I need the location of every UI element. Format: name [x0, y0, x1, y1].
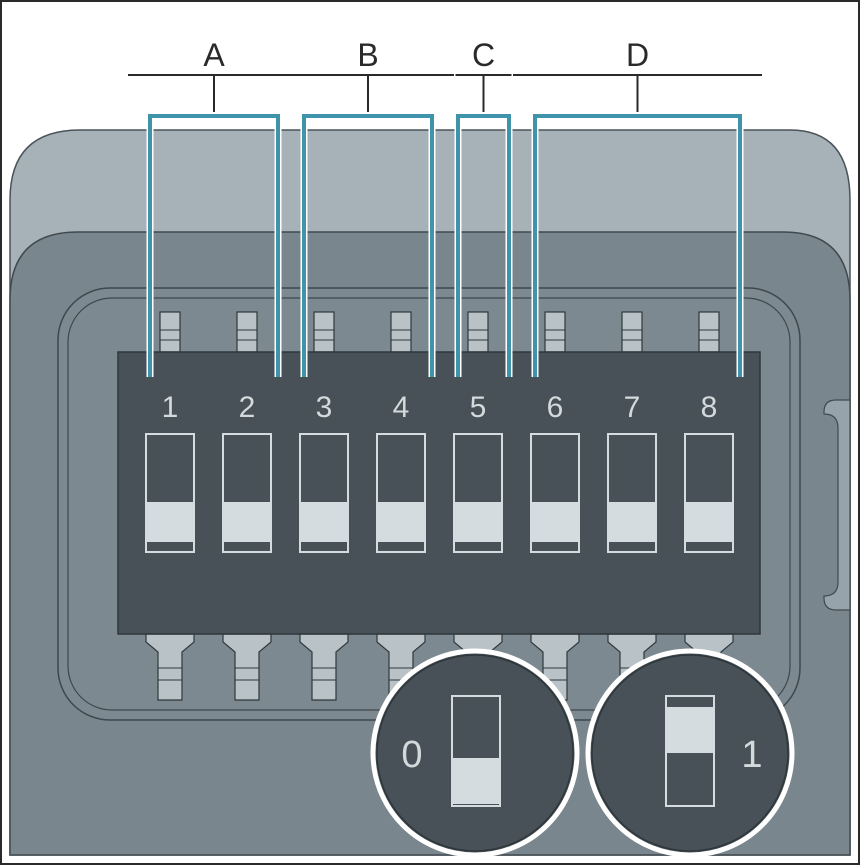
switch-slider-6 — [532, 502, 578, 542]
bottom-pin-3 — [299, 633, 349, 701]
legend-off-switch-frame — [451, 695, 501, 807]
group-d: D — [513, 37, 762, 377]
dip-switch-7[interactable] — [607, 433, 657, 553]
dip-switch-5[interactable] — [453, 433, 503, 553]
dip-switch-body — [117, 351, 761, 635]
top-pin-5 — [467, 311, 489, 353]
dip-switch-4[interactable] — [376, 433, 426, 553]
dip-switch-6[interactable] — [530, 433, 580, 553]
top-pin-2 — [236, 311, 258, 353]
switch-number-3: 3 — [316, 391, 333, 424]
switch-number-5: 5 — [470, 391, 487, 424]
top-pin-4 — [390, 311, 412, 353]
group-bracket-d — [533, 114, 742, 377]
group-label-c: C — [472, 37, 495, 73]
dip-switch-2[interactable] — [222, 433, 272, 553]
legend-off-circle: 0 — [370, 648, 580, 858]
legend-on-label: 1 — [741, 734, 762, 776]
group-brackets: A B C D — [128, 37, 762, 377]
switch-number-1: 1 — [162, 391, 179, 424]
dip-switch-8[interactable] — [684, 433, 734, 553]
switch-number-2: 2 — [239, 391, 256, 424]
group-c: C — [454, 37, 513, 377]
group-a: A — [128, 37, 300, 377]
group-label-d: D — [626, 37, 649, 73]
switch-slider-8 — [686, 502, 732, 542]
top-pin-6 — [544, 311, 566, 353]
switch-slider-3 — [301, 502, 347, 542]
legend-off-label: 0 — [401, 734, 422, 776]
switch-slider-4 — [378, 502, 424, 542]
switch-slider-5 — [455, 502, 501, 542]
group-bracket-b — [302, 114, 434, 377]
dip-switch-1[interactable] — [145, 433, 195, 553]
switch-slider-7 — [609, 502, 655, 542]
group-bracket-c — [456, 114, 511, 377]
bottom-pin-2 — [222, 633, 272, 701]
dip-switch-3[interactable] — [299, 433, 349, 553]
switch-slider-1 — [147, 502, 193, 542]
top-pin-8 — [698, 311, 720, 353]
group-label-b: B — [357, 37, 378, 73]
switch-slider-2 — [224, 502, 270, 542]
group-b: B — [282, 37, 454, 377]
top-pin-7 — [621, 311, 643, 353]
legend-on-switch-frame — [665, 695, 715, 807]
legend-on-circle: 1 — [585, 648, 795, 858]
bottom-pin-1 — [145, 633, 195, 701]
group-label-a: A — [203, 37, 225, 73]
switch-number-8: 8 — [701, 391, 718, 424]
switch-number-7: 7 — [624, 391, 641, 424]
top-pins — [159, 311, 720, 353]
group-bracket-a — [148, 114, 280, 377]
legend-off-slider — [453, 758, 499, 804]
switch-number-4: 4 — [393, 391, 410, 424]
top-pin-3 — [313, 311, 335, 353]
top-pin-1 — [159, 311, 181, 353]
switch-row: 1 2 3 4 5 6 7 8 — [145, 391, 734, 553]
legend-on-slider — [667, 707, 713, 753]
housing-latch — [823, 399, 851, 611]
switch-number-6: 6 — [547, 391, 564, 424]
